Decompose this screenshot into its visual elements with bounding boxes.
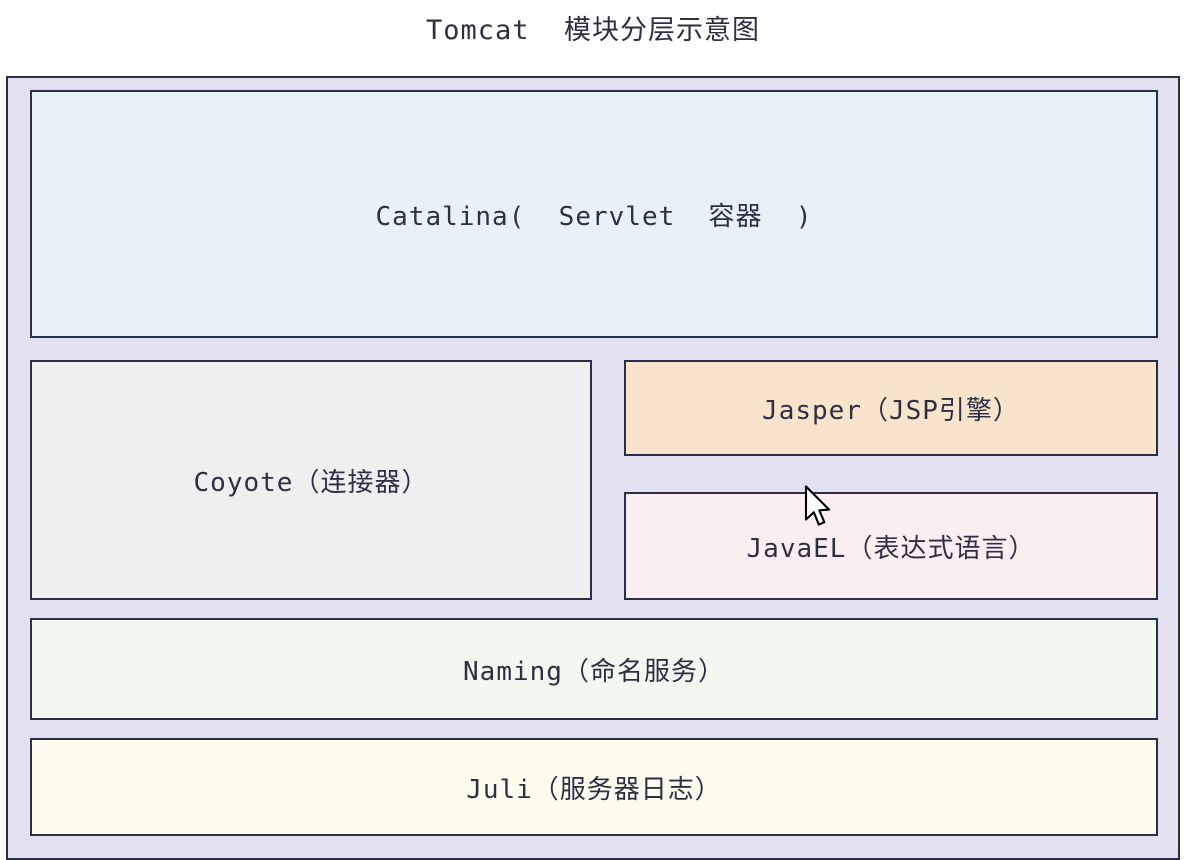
module-label-javael: JavaEL（表达式语言） bbox=[746, 533, 1036, 564]
module-label-catalina: Catalina( Servlet 容器 ) bbox=[375, 201, 813, 232]
tomcat-architecture-container: Catalina( Servlet 容器 ) Coyote（连接器） Jaspe… bbox=[6, 76, 1180, 860]
module-box-naming[interactable]: Naming（命名服务） bbox=[30, 618, 1158, 720]
module-label-jasper: Jasper（JSP引擎） bbox=[762, 395, 1020, 426]
module-label-naming: Naming（命名服务） bbox=[463, 656, 725, 687]
page-title: Tomcat 模块分层示意图 bbox=[425, 15, 761, 46]
module-box-juli[interactable]: Juli（服务器日志） bbox=[30, 738, 1158, 836]
module-label-juli: Juli（服务器日志） bbox=[466, 774, 722, 805]
module-box-catalina[interactable]: Catalina( Servlet 容器 ) bbox=[30, 90, 1158, 338]
module-box-javael[interactable]: JavaEL（表达式语言） bbox=[624, 492, 1158, 600]
module-box-coyote[interactable]: Coyote（连接器） bbox=[30, 360, 592, 600]
module-box-jasper[interactable]: Jasper（JSP引擎） bbox=[624, 360, 1158, 456]
module-label-coyote: Coyote（连接器） bbox=[193, 467, 429, 498]
